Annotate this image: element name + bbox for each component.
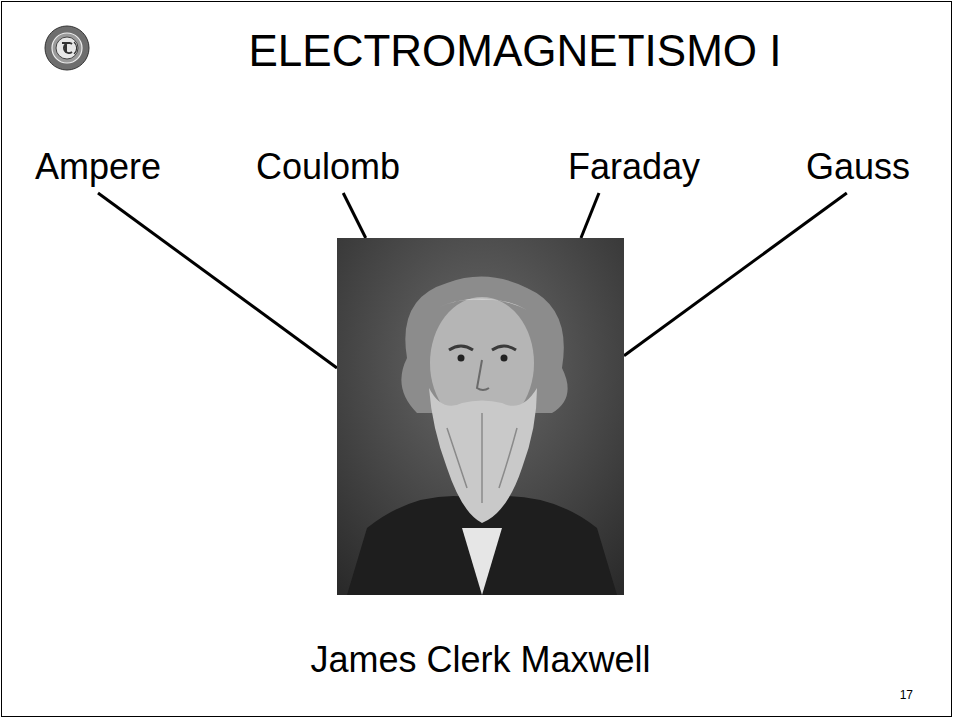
scientist-name: Faraday [564, 145, 704, 188]
page-number: 17 [900, 688, 913, 702]
name-node: Coulomb [252, 145, 404, 188]
name-node: Gauss [802, 145, 914, 188]
scientist-name: Coulomb [252, 145, 404, 188]
portrait-box: James Clerk Maxwell [337, 238, 624, 595]
name-node: Faraday [564, 145, 704, 188]
logo-emblem [44, 25, 90, 71]
scientist-name: Ampere [31, 145, 165, 188]
name-node: Ampere [31, 145, 165, 188]
portrait-caption: James Clerk Maxwell [231, 638, 731, 681]
scientist-name: Gauss [802, 145, 914, 188]
leader-line [98, 193, 337, 368]
leader-line [343, 193, 366, 238]
leader-line [624, 193, 847, 356]
leader-line [581, 193, 599, 238]
slide-title: ELECTROMAGNETISMO I [0, 24, 955, 78]
portrait-illustration [337, 238, 624, 595]
